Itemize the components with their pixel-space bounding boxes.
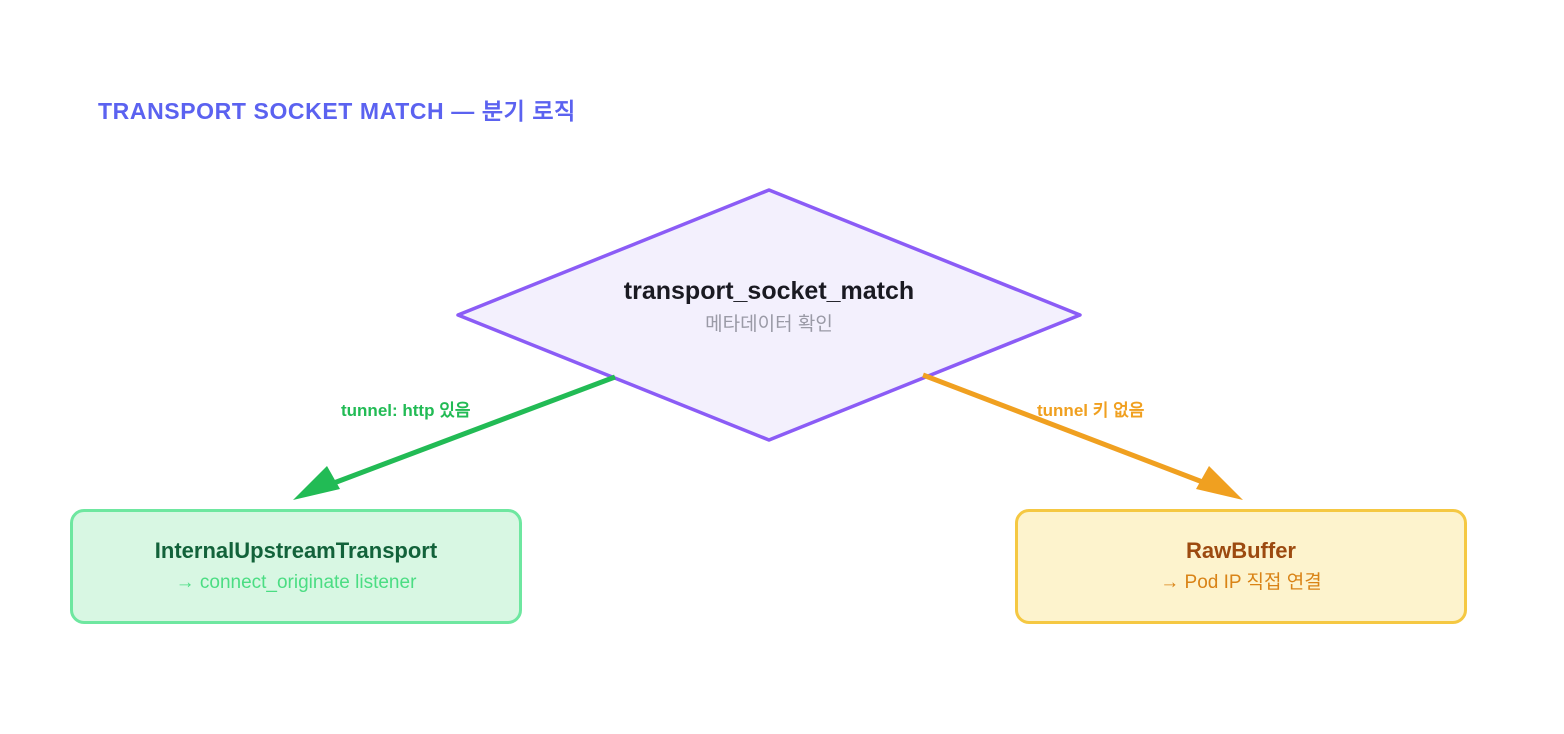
outcome-subtitle-internal-upstream-transport: → connect_originate listener bbox=[175, 572, 417, 594]
edge-label-no: tunnel 키 없음 bbox=[1037, 401, 1145, 420]
edge-no bbox=[922, 372, 1243, 500]
page-title: TRANSPORT SOCKET MATCH — 분기 로직 bbox=[98, 98, 576, 124]
edge-yes-arrowhead bbox=[293, 466, 340, 500]
edge-label-yes: tunnel: http 있음 bbox=[341, 401, 471, 420]
edge-no-line bbox=[922, 372, 1227, 494]
outcome-box-internal-upstream-transport[interactable]: InternalUpstreamTransport → connect_orig… bbox=[70, 509, 522, 624]
outcome-title-rawbuffer: RawBuffer bbox=[1185, 537, 1296, 563]
edge-yes bbox=[293, 374, 616, 500]
outcome-box-rawbuffer[interactable]: RawBuffer → Pod IP 직접 연결 bbox=[1015, 509, 1467, 624]
outcome-title-internal-upstream-transport: InternalUpstreamTransport bbox=[154, 537, 438, 563]
outcome-subtitle-rawbuffer: → Pod IP 직접 연결 bbox=[1160, 572, 1322, 594]
edge-yes-line bbox=[309, 374, 616, 495]
edge-no-arrowhead bbox=[1196, 466, 1243, 500]
